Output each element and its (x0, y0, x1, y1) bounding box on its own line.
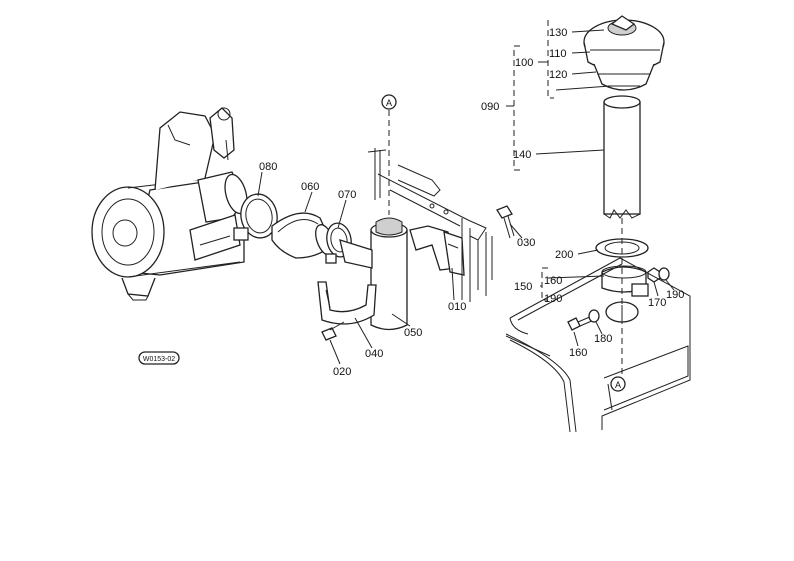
mounting-frame (367, 148, 493, 302)
callout-190-left: 190 (544, 293, 562, 305)
callout-160-lower: 160 (569, 347, 587, 359)
callout-160-upper: 160 (544, 275, 562, 287)
bolt-030 (496, 205, 515, 239)
callout-030: 030 (517, 237, 535, 249)
callout-120: 120 (549, 69, 567, 81)
bracket-040 (317, 281, 377, 325)
group-bracket-090 (513, 45, 520, 171)
callout-190-right: 190 (666, 289, 684, 301)
precleaner-cap-assembly (583, 15, 665, 91)
callout-010: 010 (448, 301, 466, 313)
callout-110: 110 (549, 48, 567, 60)
callout-180: 180 (594, 333, 612, 345)
callout-070: 070 (338, 189, 356, 201)
group-bracket-100 (547, 20, 554, 99)
hood-panel (505, 257, 691, 433)
washer-190 (658, 267, 670, 281)
callout-170: 170 (648, 297, 666, 309)
drawing-code-text: W0153-02 (143, 356, 175, 363)
ref-marker-bottom-label: A (615, 380, 621, 390)
callout-150: 150 (514, 281, 532, 293)
callout-080: 080 (259, 161, 277, 173)
washer-180 (588, 309, 600, 323)
extension-pipe-140 (603, 95, 641, 219)
callout-200: 200 (555, 249, 573, 261)
callout-050: 050 (404, 327, 422, 339)
bracket-010 (409, 225, 465, 276)
nut-170 (647, 267, 661, 283)
ref-marker-top: A (381, 94, 397, 110)
callout-040: 040 (365, 348, 383, 360)
group-bracket-150 (541, 267, 548, 301)
ref-marker-top-label: A (386, 98, 392, 108)
callout-060: 060 (301, 181, 319, 193)
callout-130: 130 (549, 27, 567, 39)
air-cleaner-housing (91, 107, 248, 301)
bolt-020 (321, 321, 345, 341)
ref-marker-bottom: A (610, 376, 626, 392)
drawing-code-badge: W0153-02 (138, 351, 180, 365)
clamp-band-080 (233, 193, 278, 241)
callout-020: 020 (333, 366, 351, 378)
callout-100: 100 (515, 57, 533, 69)
leader-lines (257, 29, 675, 365)
callout-090: 090 (481, 101, 499, 113)
callout-140: 140 (513, 149, 531, 161)
inlet-tube-050 (339, 217, 408, 331)
